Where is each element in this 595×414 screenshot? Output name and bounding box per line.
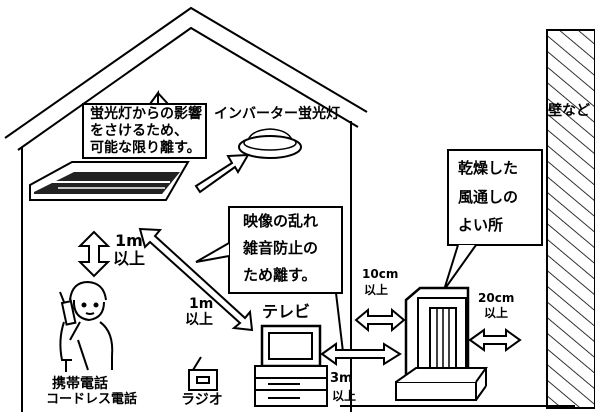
video-note-line1: 映像の乱れ (243, 212, 319, 230)
dry-place-line2: 風通しの (458, 188, 519, 206)
ceiling-distance-suffix: 以上 (113, 249, 146, 268)
dry-place-box (443, 149, 543, 291)
receiver-unit-icon (395, 286, 488, 401)
person-phone-icon (59, 280, 114, 372)
ceiling-distance-value: 1m (115, 231, 143, 250)
fluorescent-note-box (82, 89, 207, 159)
video-note-line2: 雑音防止の (243, 239, 319, 257)
wall-label: 壁など (548, 103, 590, 119)
vertical-arrow (77, 230, 111, 278)
arrow-20cm (468, 328, 522, 352)
phone-distance-value: 1m (189, 296, 214, 312)
dry-place-line3: よい所 (458, 216, 504, 234)
phone-label-line2: コードレス電話 (46, 392, 138, 407)
fluorescent-note-line1: 蛍光灯からの影響 (90, 106, 202, 122)
inverter-light-label: インバーター蛍光灯 (214, 106, 340, 122)
inverter-light-icon (238, 128, 302, 159)
diagonal-arrow (138, 227, 254, 332)
wall-gap-value: 20cm (478, 291, 515, 305)
tv-label: テレビ (262, 302, 311, 321)
tv-set-icon (254, 324, 328, 407)
wall-hatch (546, 29, 595, 409)
radio-label: ラジオ (181, 392, 223, 408)
fluorescent-note-line3: 可能な限り離す。 (90, 140, 201, 156)
ceiling-fluorescent-icon (29, 161, 190, 201)
arrow-3m (320, 342, 402, 366)
phone-distance-suffix: 以上 (185, 312, 213, 328)
phone-label-line1: 携帯電話 (52, 376, 108, 392)
tv-3m-value: 3m (330, 371, 353, 386)
dry-place-line1: 乾燥した (458, 159, 519, 177)
tv-3m-suffix: 以上 (332, 389, 357, 403)
arrow-to-inverter (194, 153, 250, 194)
tv-gap-suffix: 以上 (364, 283, 389, 297)
tv-gap-value: 10cm (362, 267, 399, 281)
arrow-10cm (354, 307, 406, 333)
wall-gap-suffix: 以上 (484, 306, 509, 320)
house-outline (4, 6, 575, 412)
video-note-line3: ため離す。 (243, 266, 317, 284)
fluorescent-note-line2: をさけるため、 (90, 123, 188, 139)
video-note-box (195, 206, 348, 353)
radio-icon (188, 356, 218, 391)
